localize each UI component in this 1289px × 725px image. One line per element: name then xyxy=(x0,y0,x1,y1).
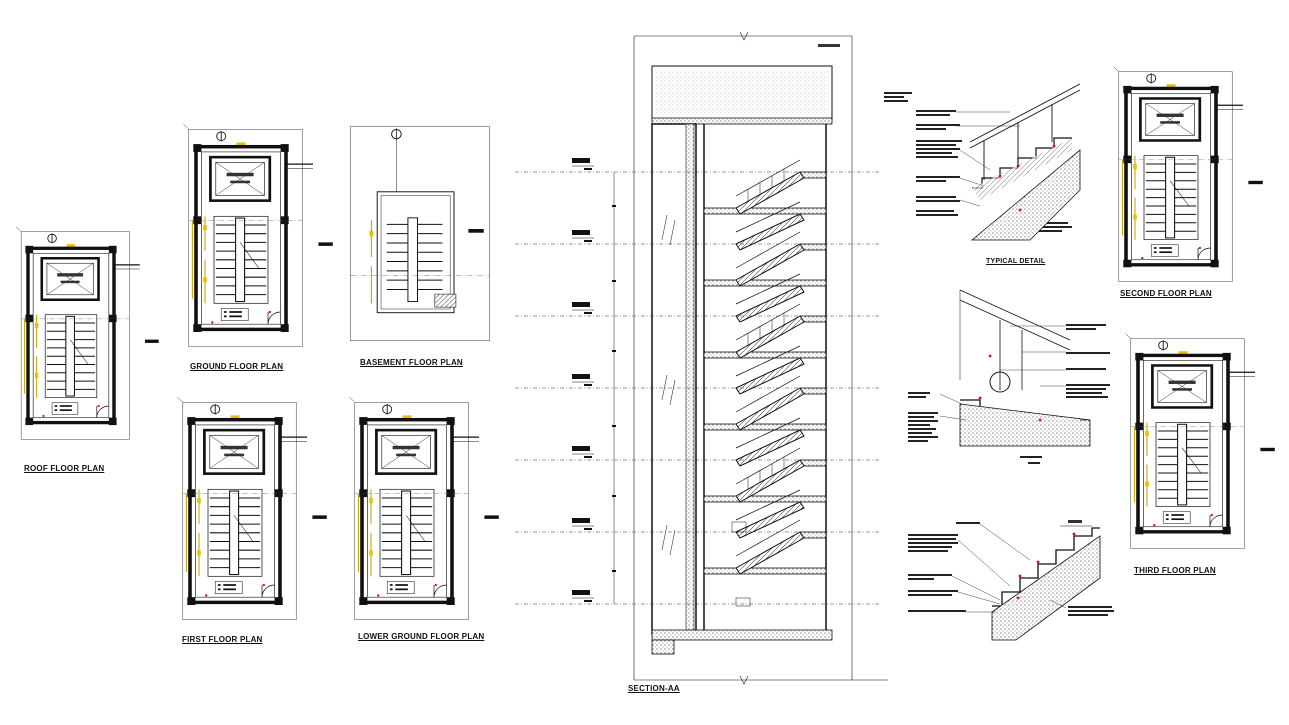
second-floor-plan xyxy=(1111,64,1265,284)
basement-floor-plan xyxy=(349,126,491,342)
section-aa-drawing xyxy=(515,31,888,685)
third-floor-plan-title: THIRD FLOOR PLAN xyxy=(1134,566,1216,575)
typical-detail-drawing xyxy=(884,83,1081,241)
lower-ground-floor-plan-title: LOWER GROUND FLOOR PLAN xyxy=(358,632,485,641)
first-floor-plan-title: FIRST FLOOR PLAN xyxy=(182,635,263,644)
lower-ground-floor-plan xyxy=(347,395,501,622)
step-detail-drawing xyxy=(908,520,1114,641)
roof-floor-plan xyxy=(14,225,161,441)
ground-floor-plan-title: GROUND FLOOR PLAN xyxy=(190,362,284,371)
roof-floor-plan-title: ROOF FLOOR PLAN xyxy=(24,464,105,473)
basement-floor-plan-title: BASEMENT FLOOR PLAN xyxy=(360,358,463,367)
railing-detail-drawing xyxy=(908,289,1110,464)
second-floor-plan-title: SECOND FLOOR PLAN xyxy=(1120,289,1212,298)
section-aa-title: SECTION-AA xyxy=(628,684,680,693)
typical-detail-title: TYPICAL DETAIL xyxy=(986,258,1046,265)
ground-floor-plan xyxy=(181,122,335,349)
third-floor-plan xyxy=(1123,331,1277,551)
first-floor-plan xyxy=(175,395,329,622)
